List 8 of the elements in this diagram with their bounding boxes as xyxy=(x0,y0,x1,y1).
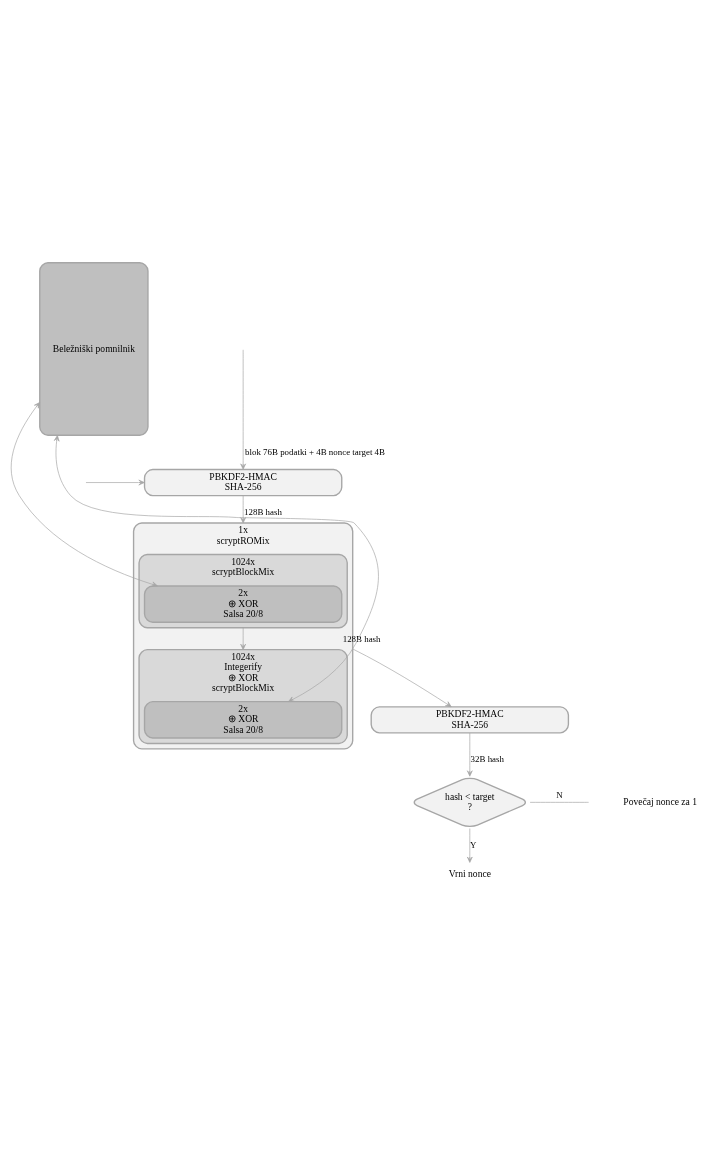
edge-label: 128B hash xyxy=(342,633,381,644)
edge-label: N xyxy=(556,789,563,800)
node-text: Vrni nonce xyxy=(448,868,491,880)
edge-label: 128B hash xyxy=(244,507,282,518)
edge-label: blok 76B podatki + 4B nonce target 4B xyxy=(245,446,386,457)
edge-label: 32B hash xyxy=(470,753,504,764)
label: Povečaj nonce za 1 xyxy=(623,795,698,807)
edge-label: Y xyxy=(470,839,477,850)
